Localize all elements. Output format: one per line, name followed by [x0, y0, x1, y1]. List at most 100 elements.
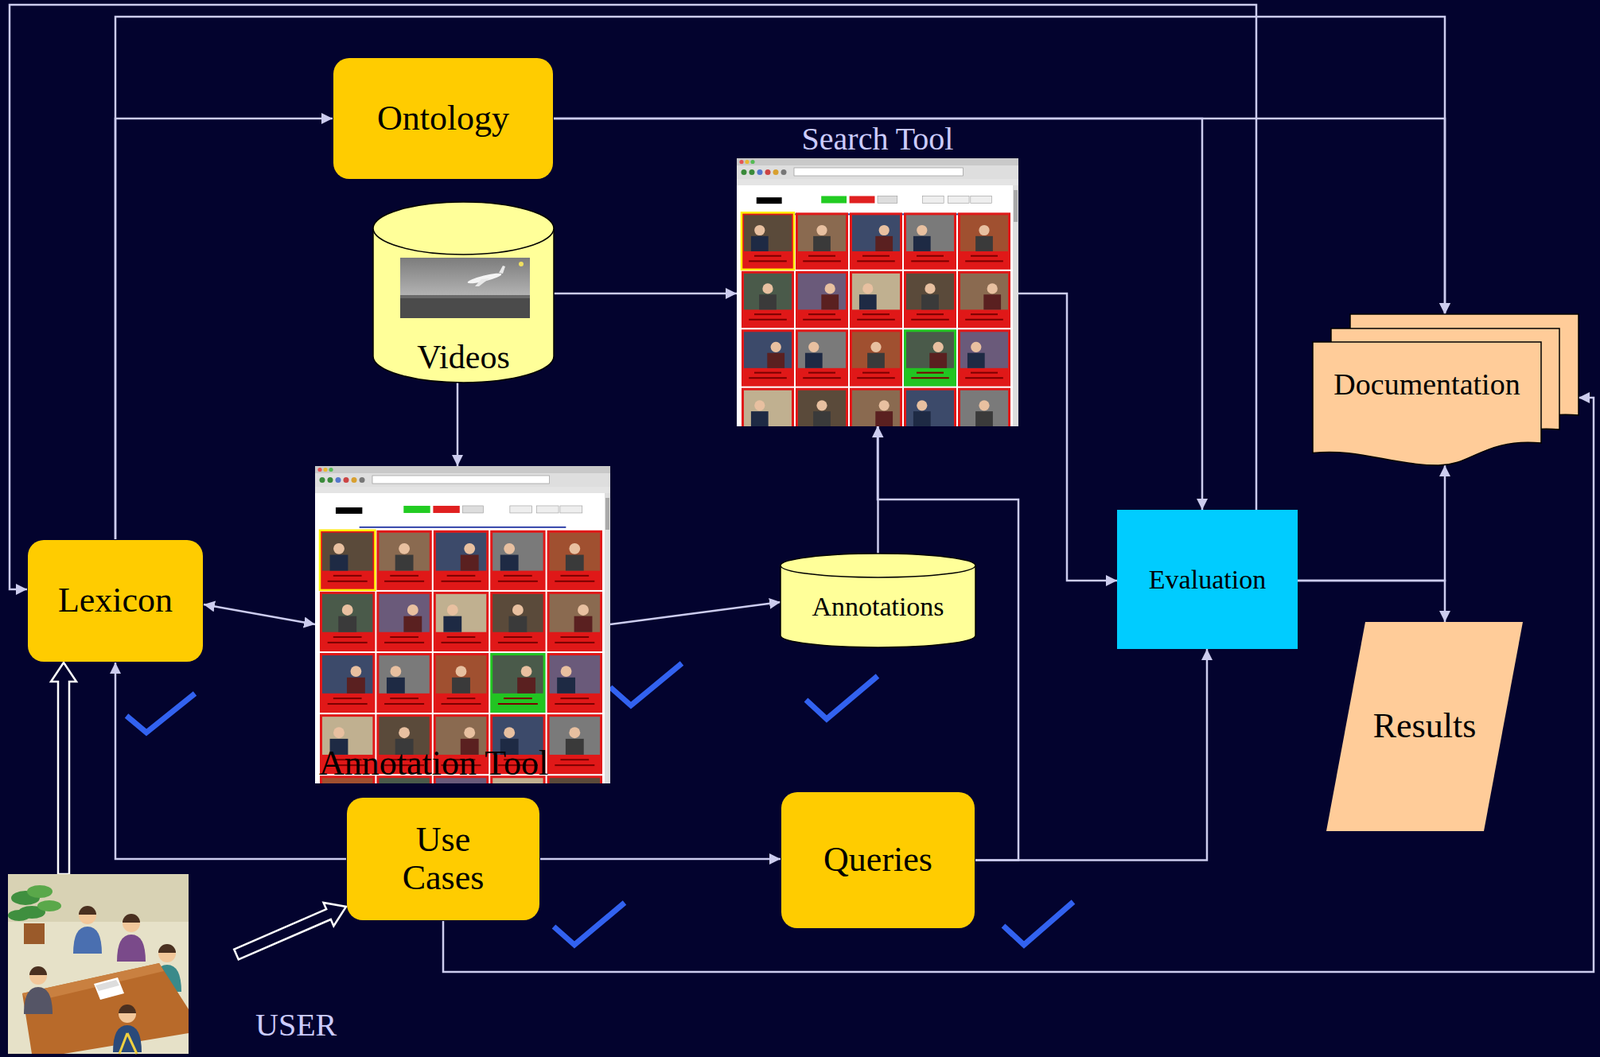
annotation-tool-screenshot-part — [577, 604, 589, 616]
search-tool-screenshot-part — [754, 372, 782, 374]
annotation-tool-screenshot-part — [333, 727, 345, 739]
annotation-tool-screenshot-part — [407, 604, 419, 616]
annotation-tool-screenshot-part — [436, 533, 487, 572]
search-tool-screenshot-part — [757, 169, 764, 176]
annotation-tool-screenshot-part — [346, 677, 366, 694]
annotation-tool-screenshot-part — [498, 703, 538, 705]
check-mark — [805, 676, 878, 720]
annotation-tool-screenshot-part — [333, 697, 363, 700]
annotation-tool-screenshot-part — [389, 636, 419, 639]
annotation-tool-screenshot-part — [338, 616, 357, 633]
search-tool-screenshot-part — [754, 313, 782, 316]
connector-arrow — [1297, 465, 1445, 581]
annotation-tool-screenshot-part — [463, 543, 475, 555]
search-tool-screenshot-part — [970, 255, 998, 257]
annotation-tool-screenshot-part — [500, 555, 519, 572]
annotations-cylinder: Annotations — [780, 553, 976, 648]
annotations-cylinder-part — [780, 553, 976, 578]
search-tool-screenshot-part — [879, 225, 890, 236]
node-label: Lexicon — [58, 581, 173, 620]
annotation-tool-screenshot-part — [322, 594, 373, 633]
annotation-tool-screenshot-part — [492, 594, 543, 633]
search-tool-screenshot-part — [970, 372, 998, 374]
annotation-tool-screenshot-part — [554, 703, 595, 705]
search-tool-screenshot-part — [852, 331, 900, 369]
connector-arrow — [9, 4, 1257, 590]
search-tool-screenshot-part — [808, 342, 819, 353]
videos-cylinder-part — [498, 265, 506, 274]
user-figure-part — [73, 926, 102, 954]
search-tool-screenshot-part — [957, 388, 1011, 427]
annotation-tool-screenshot-part — [568, 543, 581, 555]
annotation-tool-screenshot-part — [376, 530, 432, 591]
search-tool-screenshot-shape — [736, 121, 1019, 427]
videos-cylinder-part — [400, 297, 530, 319]
search-tool-screenshot-part — [750, 159, 755, 164]
search-tool-screenshot-part — [957, 329, 1011, 386]
search-tool-screenshot-part — [960, 273, 1009, 311]
user-figure: USER — [7, 874, 359, 1055]
annotation-tool-screenshot-part — [560, 665, 573, 678]
documentation-stack: Documentation — [1312, 314, 1579, 466]
search-tool-screenshot-part — [736, 179, 1019, 186]
search-tool-screenshot-part — [862, 255, 890, 257]
annotation-tool-screenshot-part — [560, 575, 589, 577]
user-figure-part — [78, 907, 97, 925]
search-tool-screenshot-part — [859, 294, 877, 310]
search-tool-screenshot-part — [957, 271, 1011, 328]
search-tool-screenshot-part — [825, 283, 836, 294]
annotation-tool-screenshot-part — [333, 575, 363, 577]
search-tool-screenshot-part — [849, 388, 903, 427]
search-tool-screenshot-part — [852, 390, 900, 427]
annotation-tool-screenshot-shape — [315, 466, 611, 784]
annotation-tool-screenshot-part — [560, 759, 589, 761]
lexicon-box: Lexicon — [27, 539, 204, 663]
annotation-tool-screenshot-part — [521, 665, 533, 678]
annotation-tool-screenshot-part — [574, 616, 593, 633]
search-tool-screenshot-part — [903, 212, 957, 269]
connector-arrow — [553, 292, 737, 296]
annotation-tool-screenshot-part — [335, 507, 363, 514]
annotation-tool-screenshot-part — [322, 533, 373, 572]
annotation-tool-screenshot-part — [333, 543, 345, 555]
annotation-tool-screenshot-part — [554, 764, 595, 767]
annotation-tool-screenshot-part — [327, 477, 334, 483]
search-tool-screenshot-part — [913, 236, 931, 252]
node-label: Use Cases — [402, 821, 485, 899]
user-figure-part — [23, 923, 45, 945]
search-tool-screenshot-part — [906, 273, 954, 311]
ontology-box: Ontology — [332, 57, 554, 180]
annotation-tool-screenshot-part — [443, 616, 462, 633]
search-tool-screenshot-part — [970, 195, 993, 203]
annotation-tool-screenshot-part — [323, 467, 328, 472]
node-label: Videos — [373, 338, 554, 376]
annotation-tool-screenshot-part — [549, 594, 600, 633]
annotation-tool-screenshot-part — [460, 555, 479, 572]
user-figure-part — [22, 963, 189, 1055]
search-tool-screenshot-part — [749, 169, 756, 176]
results-parallelogram: Results — [1326, 622, 1523, 832]
annotation-tool-screenshot-part — [447, 604, 459, 616]
search-tool-screenshot-part — [743, 273, 792, 311]
annotation-tool-screenshot-part — [315, 466, 611, 784]
search-tool-screenshot-part — [748, 377, 787, 379]
annotation-tool-screenshot-part — [395, 555, 414, 572]
search-tool-screenshot-part — [1012, 185, 1019, 427]
queries-box-part — [781, 792, 975, 929]
annotation-tool-screenshot-part — [327, 642, 368, 644]
search-tool-screenshot-part — [741, 169, 748, 176]
search-tool-screenshot-part — [743, 390, 792, 427]
annotation-tool-screenshot-part — [322, 655, 373, 694]
user-figure-part — [158, 945, 176, 963]
search-tool-screenshot-part — [916, 225, 927, 236]
search-tool-screenshot-part — [754, 255, 782, 257]
search-tool-screenshot-part — [849, 195, 876, 203]
search-tool-screenshot-part — [736, 165, 1019, 180]
annotation-tool-screenshot-part — [433, 530, 489, 591]
search-tool-screenshot-part — [765, 169, 771, 176]
evaluation-box: Evaluation — [1117, 509, 1298, 650]
search-tool-screenshot-part — [978, 225, 989, 236]
search-tool-screenshot-part — [965, 319, 1004, 321]
search-tool-screenshot-part — [751, 236, 769, 252]
